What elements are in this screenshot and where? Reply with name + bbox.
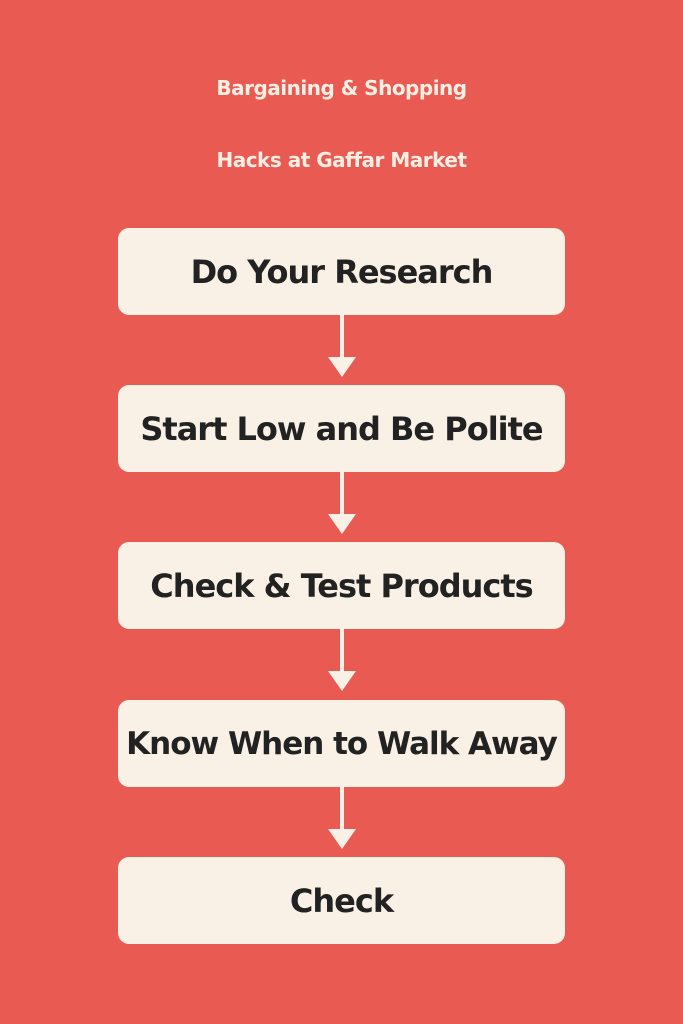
arrow-down-icon-4 (328, 787, 356, 849)
arrow-down-icon-1 (328, 315, 356, 377)
step-box-3: Check & Test Products (118, 542, 565, 629)
step-label-2: Start Low and Be Polite (140, 409, 543, 448)
title-line-1: Bargaining & Shopping (216, 76, 467, 100)
arrow-down-icon-3 (328, 629, 356, 691)
step-label-3: Check & Test Products (150, 566, 533, 605)
title-line-2: Hacks at Gaffar Market (216, 148, 467, 172)
step-box-2: Start Low and Be Polite (118, 385, 565, 472)
arrow-down-icon-2 (328, 472, 356, 534)
step-box-1: Do Your Research (118, 228, 565, 315)
step-label-4: Know When to Walk Away (126, 725, 558, 762)
step-label-5: Check (289, 881, 394, 920)
page-title: Bargaining & Shopping Hacks at Gaffar Ma… (0, 52, 683, 196)
step-label-1: Do Your Research (190, 252, 494, 291)
step-box-4: Know When to Walk Away (118, 700, 565, 787)
step-box-5: Check (118, 857, 565, 944)
